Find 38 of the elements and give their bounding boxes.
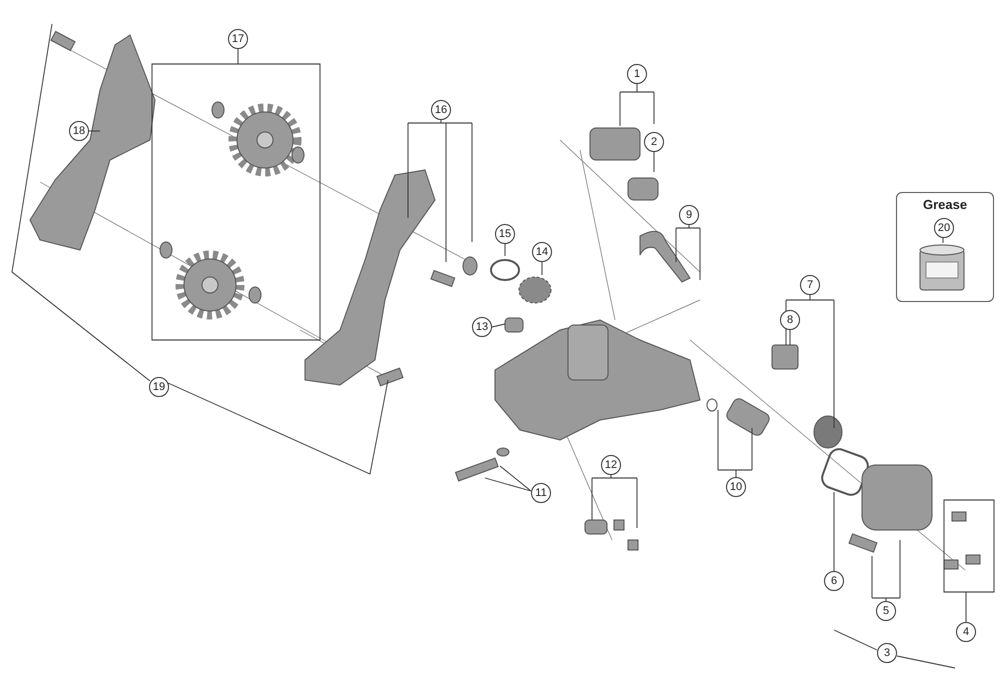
leader-line bbox=[12, 24, 388, 475]
leader-line bbox=[152, 48, 320, 340]
leader-line bbox=[492, 324, 506, 328]
leader-line bbox=[620, 84, 654, 126]
leader-line bbox=[676, 224, 700, 280]
callout-number: 2 bbox=[644, 132, 664, 152]
leader-line bbox=[872, 540, 900, 602]
callout-number: 8 bbox=[780, 310, 800, 330]
leader-line bbox=[718, 410, 752, 478]
callout-number: 20 bbox=[934, 218, 954, 238]
callout-number: 16 bbox=[431, 100, 451, 120]
callout-number: 3 bbox=[877, 643, 897, 663]
callout-number: 19 bbox=[149, 377, 169, 397]
leader-line bbox=[484, 466, 532, 492]
callout-number: 5 bbox=[876, 601, 896, 621]
callout-number: 17 bbox=[228, 29, 248, 49]
panel-title: Grease bbox=[922, 197, 968, 212]
callout-number: 7 bbox=[800, 275, 820, 295]
callout-number: 10 bbox=[726, 477, 746, 497]
leader-line bbox=[504, 244, 506, 256]
leader-line bbox=[942, 236, 944, 244]
callout-number: 14 bbox=[532, 242, 552, 262]
callout-number: 13 bbox=[472, 317, 492, 337]
callout-number: 9 bbox=[679, 205, 699, 225]
callout-number: 12 bbox=[601, 455, 621, 475]
leader-line bbox=[592, 474, 638, 528]
grease-panel bbox=[896, 192, 994, 302]
leader-line bbox=[944, 500, 994, 622]
leader-line bbox=[834, 630, 956, 668]
callout-number: 6 bbox=[824, 571, 844, 591]
leader-line bbox=[408, 120, 472, 262]
callout-number: 18 bbox=[69, 121, 89, 141]
leader-line bbox=[786, 294, 834, 428]
callout-number: 1 bbox=[627, 64, 647, 84]
leader-line bbox=[88, 130, 100, 132]
callout-number: 15 bbox=[495, 224, 515, 244]
callout-number: 4 bbox=[956, 622, 976, 642]
callout-number: 11 bbox=[531, 483, 551, 503]
